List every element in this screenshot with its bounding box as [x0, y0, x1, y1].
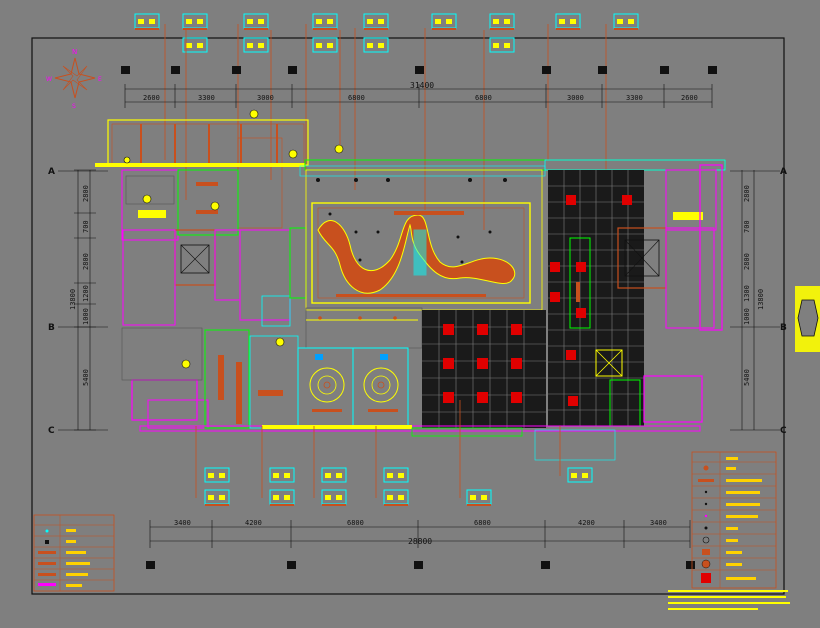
callout: [134, 13, 160, 30]
right-dim-6: 5400: [743, 369, 751, 386]
row-label-b-right: B: [780, 323, 787, 333]
top-total-dimension: 31400: [410, 81, 434, 90]
callout: [489, 13, 515, 30]
callout: [312, 13, 338, 30]
top-dim-2: 3300: [198, 94, 215, 102]
top-dim-7: 3300: [626, 94, 643, 102]
row-label-a-right: A: [780, 167, 787, 177]
callout: [312, 37, 338, 53]
callout: [613, 13, 639, 30]
left-dim-1: 2800: [82, 185, 90, 202]
tile-grid-right: [548, 170, 644, 426]
callout-leaders: [164, 24, 607, 230]
left-dimension-chain: [74, 169, 96, 431]
row-grid-lines: [58, 170, 780, 431]
compass-e-label: E: [98, 76, 102, 83]
callout: [431, 13, 457, 30]
right-dim-1: 2800: [743, 185, 751, 202]
left-dim-6: 5400: [82, 369, 90, 386]
building-plan: [95, 109, 726, 461]
top-dim-6: 3000: [567, 94, 584, 102]
plan-markers: [123, 109, 344, 369]
bottom-dimension-chain: [149, 520, 691, 548]
red-tile-fixtures: [443, 324, 522, 403]
compass-w-label: W: [46, 76, 52, 83]
bottom-dim-6: 3400: [650, 519, 667, 527]
right-dim-4: 1300: [743, 285, 751, 302]
row-label-c-left: C: [48, 426, 55, 436]
callout: [182, 37, 208, 53]
callout: [243, 13, 269, 30]
top-dim-4: 6800: [348, 94, 365, 102]
right-legend-table: [691, 451, 777, 589]
row-label-a-left: A: [48, 167, 55, 177]
bottom-dim-3: 6800: [347, 519, 364, 527]
callout: [363, 37, 389, 53]
tile-grid-center: [422, 310, 546, 428]
right-dim-5: 1000: [743, 308, 751, 325]
row-label-b-left: B: [48, 323, 55, 333]
top-dim-5: 6800: [475, 94, 492, 102]
compass-s-label: S: [72, 103, 76, 110]
bottom-axis-markers: [146, 561, 695, 569]
callout: [182, 13, 208, 30]
top-axis-markers: [121, 66, 717, 74]
callout: [555, 13, 581, 30]
drawing-frame: [31, 37, 785, 595]
bottom-dim-4: 6800: [474, 519, 491, 527]
top-dimension-chain: [124, 84, 713, 108]
top-detail-callouts: [134, 13, 639, 230]
bottom-dim-5: 4200: [578, 519, 595, 527]
left-dim-3: 2800: [82, 253, 90, 270]
callout: [489, 37, 515, 53]
right-total-dimension: 13800: [757, 289, 765, 310]
right-dim-3: 2800: [743, 253, 751, 270]
left-total-dimension: 13800: [69, 289, 77, 310]
left-dim-5: 1000: [82, 308, 90, 325]
top-dim-1: 2600: [143, 94, 160, 102]
bottom-detail-callouts: [195, 400, 593, 506]
right-dimension-chain: [741, 170, 755, 430]
row-label-c-right: C: [780, 426, 787, 436]
bottom-total-dimension: 28800: [408, 537, 432, 546]
left-dim-2: 700: [82, 220, 90, 233]
drawing-notes: [668, 590, 790, 610]
top-dim-3: 3000: [257, 94, 274, 102]
right-dim-2: 700: [743, 220, 751, 233]
top-dim-8: 2600: [681, 94, 698, 102]
callout: [363, 13, 389, 30]
left-legend-table: [33, 514, 115, 592]
bottom-dim-2: 4200: [245, 519, 262, 527]
section-marker: [795, 286, 820, 352]
bottom-dim-1: 3400: [174, 519, 191, 527]
north-compass: N S E W: [46, 48, 102, 110]
callout: [243, 37, 269, 53]
compass-n-label: N: [72, 48, 77, 56]
left-dim-4: 1200: [82, 285, 90, 302]
